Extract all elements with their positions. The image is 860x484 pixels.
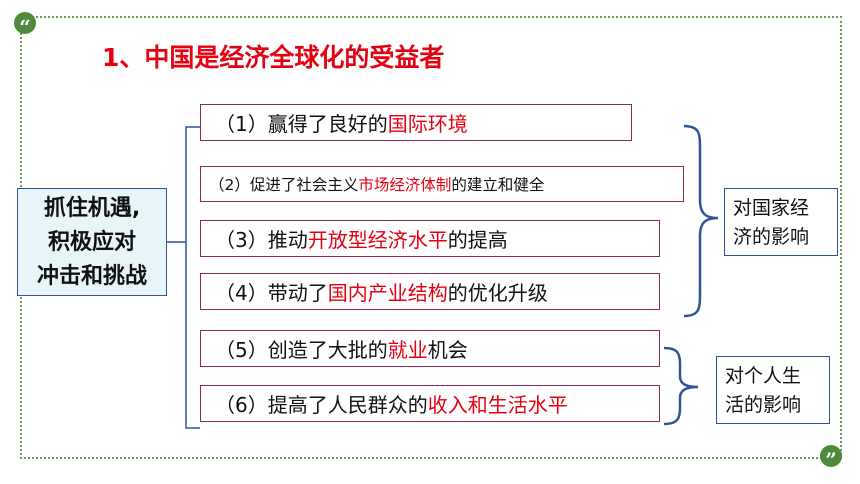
benefit-highlight-2: 市场经济体制 xyxy=(358,176,452,194)
benefit-highlight-1: 国际环境 xyxy=(387,112,468,136)
strategy-box: 抓住机遇, 积极应对 冲击和挑战 xyxy=(17,188,167,296)
strategy-line-3: 冲击和挑战 xyxy=(36,264,147,289)
personal-impact-label: 对个人生 活的影响 xyxy=(716,356,830,424)
strategy-line-1: 抓住机遇, xyxy=(43,196,141,221)
benefit-highlight-6: 收入和生活水平 xyxy=(427,393,568,417)
quote-close-icon: ” xyxy=(820,445,842,472)
benefit-item-6: （6）提高了人民群众的收入和生活水平 xyxy=(200,385,660,422)
benefit-item-5: （5）创造了大批的就业机会 xyxy=(200,330,660,367)
benefit-item-2: （2）促进了社会主义市场经济体制的建立和健全 xyxy=(200,166,684,202)
benefit-item-1: （1）赢得了良好的国际环境 xyxy=(200,104,632,141)
benefit-item-3: （3）推动开放型经济水平的提高 xyxy=(200,220,660,257)
slide-title: 1、中国是经济全球化的受益者 xyxy=(102,43,445,72)
benefit-item-4: （4）带动了国内产业结构的优化升级 xyxy=(200,273,660,310)
national-impact-label: 对国家经 济的影响 xyxy=(724,188,838,256)
benefit-highlight-5: 就业 xyxy=(387,338,428,362)
benefit-highlight-4: 国内产业结构 xyxy=(327,281,448,305)
benefit-highlight-3: 开放型经济水平 xyxy=(307,228,448,252)
strategy-line-2: 积极应对 xyxy=(47,230,136,255)
quote-open-icon: “ xyxy=(14,12,36,39)
